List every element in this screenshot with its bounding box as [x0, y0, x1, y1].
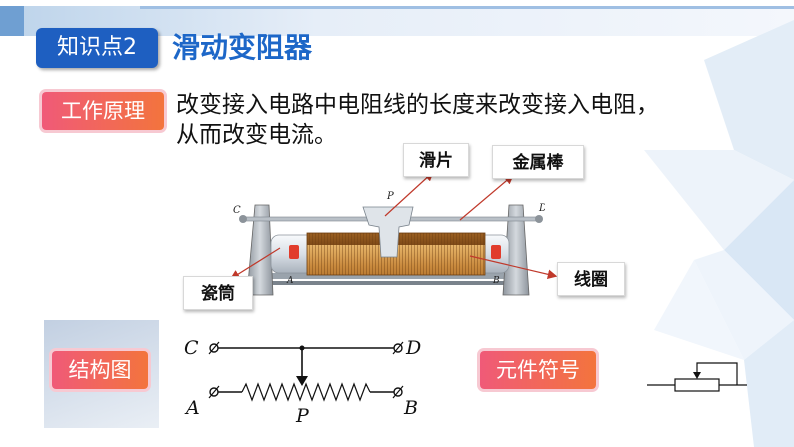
rheostat-illustration: C D P A B	[233, 191, 545, 296]
top-stripe	[140, 6, 794, 9]
principle-line-1: 改变接入电路中电阻线的长度来改变接入电阻，	[176, 92, 659, 118]
terminal-b-label: B	[403, 397, 418, 419]
section-badge: 知识点2	[36, 28, 158, 68]
top-left-accent	[0, 6, 24, 36]
terminal-c-label: C	[184, 337, 199, 359]
label-slider: 滑片	[403, 143, 469, 177]
rheostat-symbol	[647, 362, 747, 392]
structure-tag: 结构图	[52, 351, 148, 389]
apparatus-letter-c: C	[233, 205, 241, 216]
label-metal-rod: 金属棒	[492, 145, 584, 179]
principle-line-2: 从而改变电流。	[176, 122, 337, 148]
symbol-tag: 元件符号	[480, 351, 596, 389]
section-title: 滑动变阻器	[172, 31, 313, 64]
principle-text: 改变接入电路中电阻线的长度来改变接入电阻， 从而改变电流。	[176, 90, 736, 150]
apparatus-letter-a: A	[286, 276, 294, 286]
structure-diagram: C D A B P	[184, 337, 421, 427]
decorative-polygons	[644, 20, 794, 447]
apparatus-letter-d: D	[538, 203, 545, 214]
slider-p-label: P	[295, 405, 310, 427]
label-coil: 线圈	[557, 262, 625, 296]
principle-tag: 工作原理	[42, 92, 164, 130]
terminal-d-label: D	[405, 337, 421, 359]
apparatus-letter-p: P	[386, 191, 394, 202]
terminal-a-label: A	[184, 397, 200, 419]
apparatus-letter-b: B	[492, 276, 500, 286]
label-porcelain-tube: 瓷筒	[183, 276, 253, 310]
